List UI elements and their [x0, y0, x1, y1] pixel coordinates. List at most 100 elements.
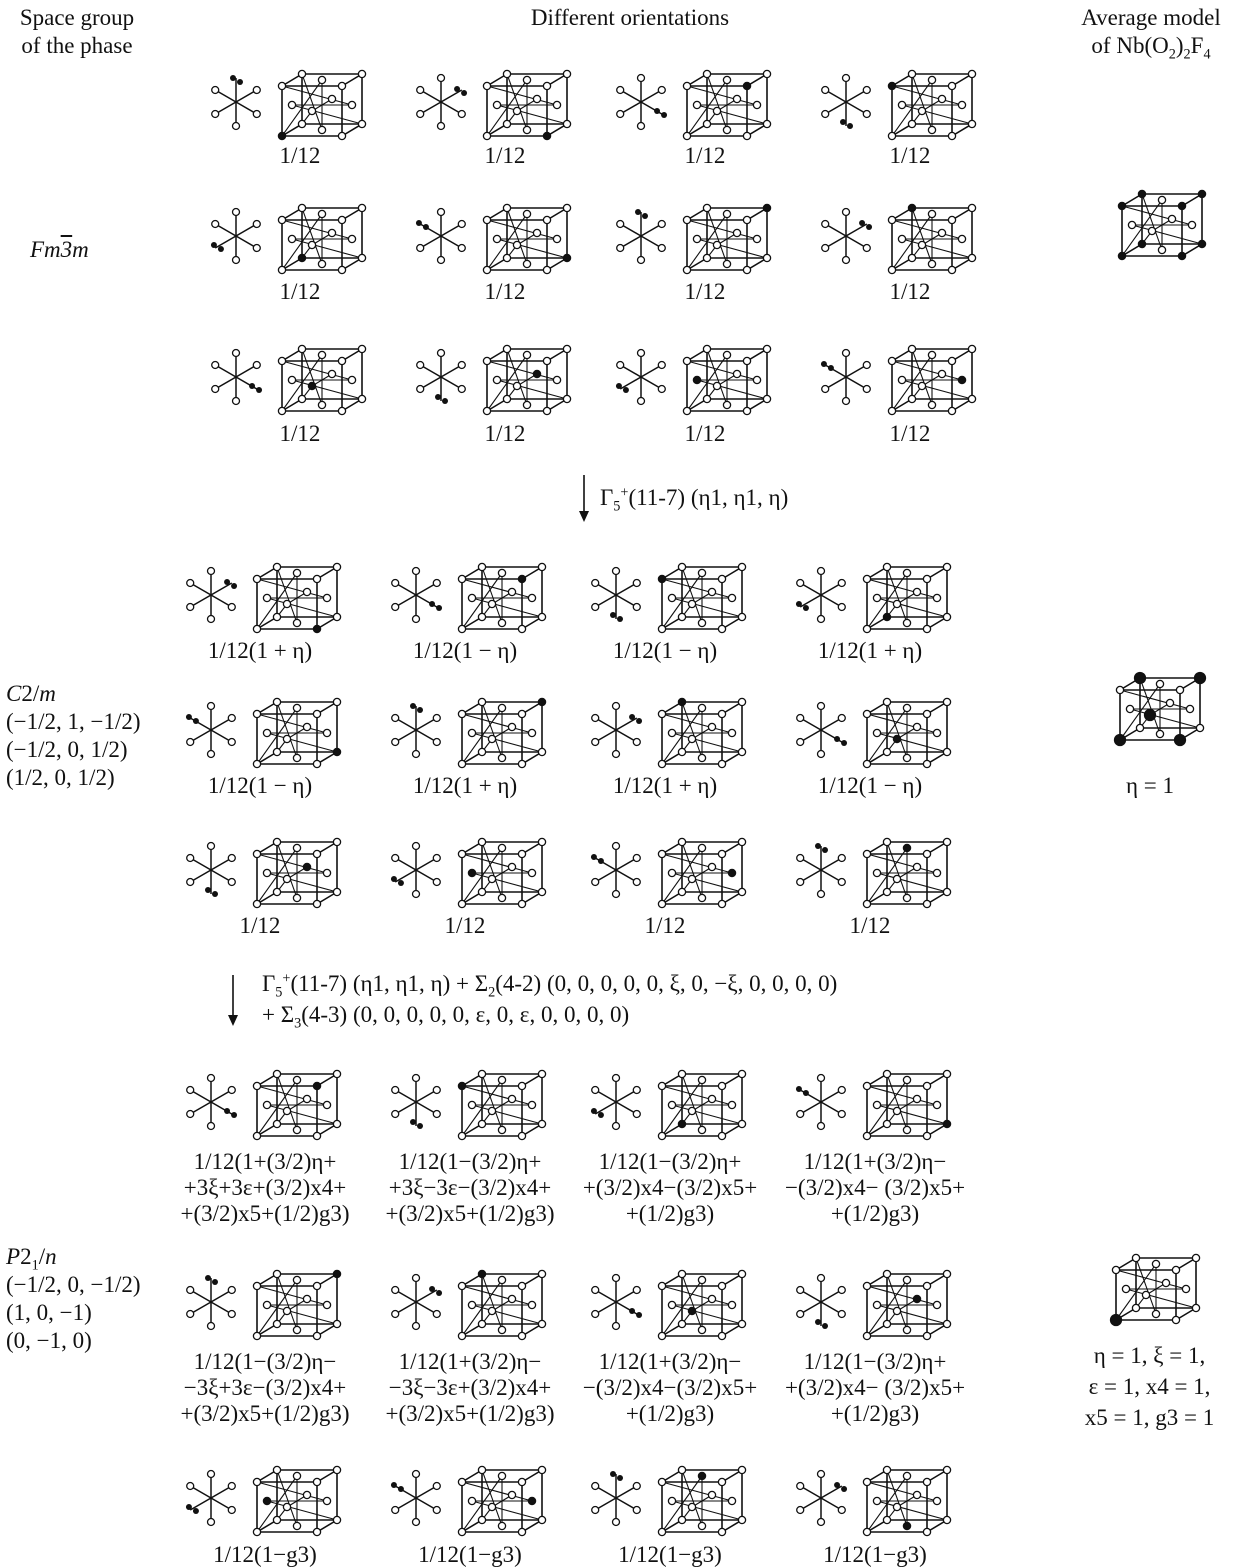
coordination-star-icon — [212, 75, 261, 130]
p21n-fraction-line: +(3/2)x4−(3/2)x5+ — [583, 1175, 757, 1200]
lattice-cell-icon — [863, 1270, 950, 1339]
c2m-fraction-line: 1/12 — [850, 913, 891, 938]
p21n-orientation-figure — [185, 1262, 385, 1342]
avg-p21n-line-3: x5 = 1, g3 = 1 — [1085, 1405, 1214, 1430]
lattice-cell-icon — [278, 345, 365, 414]
phase-fm3m: Fm3m — [30, 236, 89, 264]
coordination-star-icon — [592, 1275, 642, 1330]
p21n-fraction-line: 1/12(1+(3/2)η+ — [194, 1149, 337, 1174]
lattice-cell-icon — [458, 838, 545, 907]
c2m-fraction: 1/12(1 + η) — [575, 773, 755, 799]
coordination-star-icon — [797, 1275, 846, 1330]
p21n-fraction-line: 1/12(1−(3/2)η− — [194, 1349, 337, 1374]
avg-model-fm3m — [1108, 186, 1218, 271]
c2m-orientation-figure — [185, 830, 385, 910]
lattice-cell-icon — [483, 204, 570, 273]
p21n-fraction-line: 1/12(1−(3/2)η+ — [399, 1149, 542, 1174]
c2m-fraction: 1/12 — [170, 913, 350, 939]
transition-label-1: Γ5+(11-7) (η1, η1, η) — [600, 482, 788, 513]
p21n-fraction-line: +(3/2)x5+(1/2)g3) — [385, 1201, 554, 1226]
fm3m-fraction: 1/12 — [625, 279, 785, 305]
p21n-orientation-figure — [390, 1062, 590, 1142]
p21n-fraction-line: 1/12(1−g3) — [418, 1542, 522, 1567]
c2m-fraction-line: 1/12(1 + η) — [818, 638, 922, 663]
p21n-fraction-line: 1/12(1−g3) — [823, 1542, 927, 1567]
fm3m-fraction-line: 1/12 — [485, 279, 526, 304]
c2m-fraction: 1/12(1 − η) — [170, 773, 350, 799]
lattice-cell-icon — [658, 698, 745, 767]
coordination-star-icon — [821, 350, 870, 405]
phase-p21n: P21/n (−1/2, 0, −1/2) (1, 0, −1) (0, −1,… — [6, 1243, 141, 1355]
coordination-star-icon — [797, 1471, 847, 1526]
p21n-subline-2: (1, 0, −1) — [6, 1300, 92, 1325]
p21n-orientation-figure — [795, 1062, 995, 1142]
lattice-cell-icon — [253, 1070, 340, 1139]
p21n-orientation-figure — [390, 1262, 590, 1342]
p21n-fraction-line: 1/12(1+(3/2)η− — [399, 1349, 542, 1374]
coordination-star-icon — [796, 1075, 845, 1130]
c2m-fraction-line: 1/12(1 − η) — [818, 773, 922, 798]
c2m-fraction: 1/12 — [375, 913, 555, 939]
p21n-orientation-figure — [185, 1458, 385, 1538]
fm3m-fraction: 1/12 — [830, 143, 990, 169]
p21n-fraction-line: +(3/2)x5+(1/2)g3) — [180, 1201, 349, 1226]
fm3m-fraction: 1/12 — [830, 279, 990, 305]
transition-label-2: Γ5+(11-7) (η1, η1, η) + Σ2(4-2) (0, 0, 0… — [262, 968, 837, 1030]
avg-label-p21n: η = 1, ξ = 1, ε = 1, x4 = 1, x5 = 1, g3 … — [1062, 1340, 1237, 1433]
c2m-fraction: 1/12(1 − η) — [780, 773, 960, 799]
p21n-fraction-line: +(3/2)x5+(1/2)g3) — [180, 1401, 349, 1426]
lattice-cell-icon — [683, 70, 770, 139]
p21n-fraction-line: +(3/2)x4− (3/2)x5+ — [785, 1375, 965, 1400]
c2m-fraction: 1/12(1 + η) — [375, 773, 555, 799]
c2m-fraction: 1/12(1 + η) — [780, 638, 960, 664]
lattice-cell-icon — [863, 563, 950, 632]
c2m-fraction: 1/12 — [780, 913, 960, 939]
c2m-orientation-figure — [795, 690, 995, 770]
lattice-cell-icon — [278, 70, 365, 139]
coordination-star-icon — [392, 1275, 442, 1330]
coordination-star-icon — [616, 350, 665, 405]
p21n-fraction-line: 1/12(1−g3) — [618, 1542, 722, 1567]
lattice-cell-icon — [253, 838, 340, 907]
lattice-cell-icon — [483, 345, 570, 414]
lattice-cell-icon — [458, 563, 545, 632]
fm3m-orientation-figure — [615, 196, 815, 276]
p21n-subline-3: (0, −1, 0) — [6, 1328, 92, 1353]
coordination-star-icon — [822, 209, 872, 264]
fm3m-fraction-line: 1/12 — [890, 143, 931, 168]
c2m-fraction-line: 1/12 — [645, 913, 686, 938]
coordination-star-icon — [187, 1275, 236, 1330]
c2m-fraction-line: 1/12(1 − η) — [208, 773, 312, 798]
coordination-star-icon — [211, 209, 260, 264]
lattice-cell-icon — [458, 1070, 545, 1139]
fm3m-orientation-figure — [820, 62, 1020, 142]
fm3m-fraction: 1/12 — [220, 421, 380, 447]
fm3m-fraction: 1/12 — [425, 279, 585, 305]
fm3m-fraction: 1/12 — [425, 421, 585, 447]
fm3m-orientation-figure — [210, 62, 410, 142]
p21n-fraction-line: 1/12(1+(3/2)η− — [804, 1149, 947, 1174]
lattice-cell-icon — [863, 698, 950, 767]
lattice-cell-icon — [888, 345, 975, 414]
lattice-cell-icon — [458, 1270, 545, 1339]
transition-arrow-2 — [226, 975, 240, 1027]
lattice-cell-icon — [888, 204, 975, 273]
fm3m-fraction-line: 1/12 — [485, 143, 526, 168]
coordination-star-icon — [187, 1075, 237, 1130]
fm3m-fraction: 1/12 — [830, 421, 990, 447]
coordination-star-icon — [617, 209, 666, 264]
lattice-cell-icon — [658, 1270, 745, 1339]
c2m-fraction: 1/12 — [575, 913, 755, 939]
coordination-star-icon — [797, 703, 847, 758]
transition-arrow-1 — [577, 475, 591, 523]
coordination-star-icon — [392, 1075, 441, 1130]
p21n-subline-1: (−1/2, 0, −1/2) — [6, 1272, 141, 1297]
coordination-star-icon — [392, 703, 441, 758]
average-cell-icon — [1111, 1254, 1200, 1325]
lattice-cell-icon — [863, 838, 950, 907]
fm3m-fraction: 1/12 — [220, 279, 380, 305]
p21n-orientation-figure — [795, 1458, 995, 1538]
lattice-cell-icon — [683, 345, 770, 414]
c2m-orientation-figure — [390, 690, 590, 770]
c2m-fraction: 1/12(1 − η) — [375, 638, 555, 664]
